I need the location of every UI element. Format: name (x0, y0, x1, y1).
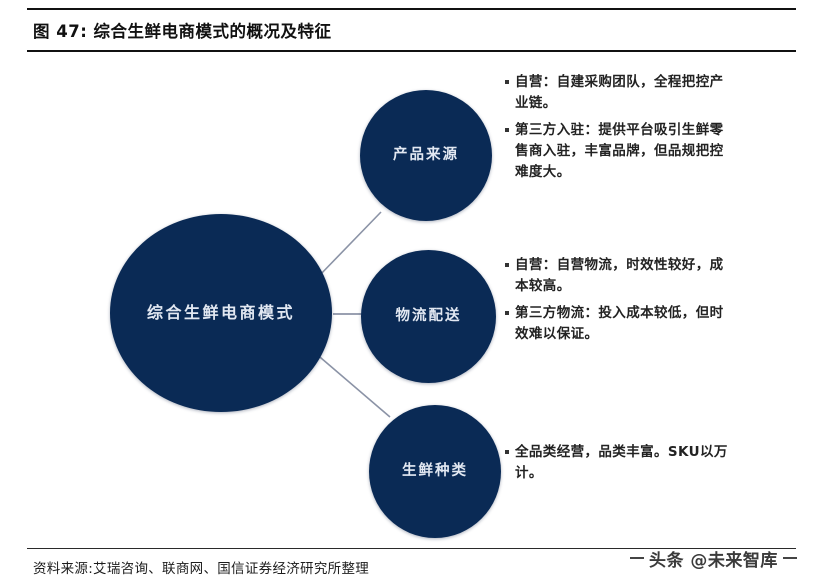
connector-lines (313, 211, 391, 418)
bullet-text: 自营：自建采购团队，全程把控产业链。 (515, 74, 724, 111)
bullet-item: 全品类经营，品类丰富。SKU以万计。 (505, 442, 730, 484)
figure-header: 图 47: 综合生鲜电商模式的概况及特征 (27, 8, 796, 52)
page-title: 图 47: 综合生鲜电商模式的概况及特征 (33, 22, 332, 41)
watermark-text: 头条 @未来智库 (649, 550, 778, 571)
bullet-square-icon (505, 127, 509, 132)
node-product-source[interactable]: 产品来源 (360, 90, 492, 221)
notes-logistics: 自营：自营物流，时效性较好，成本较高。 第三方物流：投入成本较低，但时效难以保证… (505, 255, 730, 351)
bullet-item: 第三方入驻：提供平台吸引生鲜零售商入驻，丰富品牌，但品规把控难度大。 (505, 120, 730, 183)
node-root[interactable]: 综合生鲜电商模式 (110, 214, 332, 412)
bullet-text: 第三方物流：投入成本较低，但时效难以保证。 (515, 304, 724, 342)
bullet-square-icon (505, 80, 509, 84)
bullet-square-icon (505, 263, 509, 267)
watermark-rule-right-icon (782, 557, 797, 559)
watermark-rule-left-icon (630, 557, 644, 559)
node-root-label: 综合生鲜电商模式 (146, 303, 295, 323)
node-logistics-label: 物流配送 (395, 307, 462, 324)
node-fresh-category-label: 生鲜种类 (402, 462, 468, 479)
node-fresh-category[interactable]: 生鲜种类 (369, 405, 501, 538)
bullet-item: 自营：自营物流，时效性较好，成本较高。 (505, 255, 730, 297)
notes-fresh-category: 全品类经营，品类丰富。SKU以万计。 (505, 442, 730, 490)
bullet-item: 自营：自建采购团队，全程把控产业链。 (505, 72, 730, 114)
source-note: 资料来源:艾瑞咨询、联商网、国信证券经济研究所整理 (33, 561, 370, 577)
bullet-item: 第三方物流：投入成本较低，但时效难以保证。 (505, 303, 730, 345)
notes-product-source: 自营：自建采购团队，全程把控产业链。 第三方入驻：提供平台吸引生鲜零售商入驻，丰… (505, 72, 730, 189)
diagram-canvas: 综合生鲜电商模式 产品来源 物流配送 生鲜种类 自营：自建采购团队，全程把控产业… (0, 52, 823, 538)
node-logistics[interactable]: 物流配送 (361, 250, 496, 383)
watermark: 头条 @未来智库 (630, 543, 815, 573)
bullet-text: 全品类经营，品类丰富。SKU以万计。 (515, 444, 728, 481)
node-product-source-label: 产品来源 (393, 146, 459, 163)
edge-root-to-product-source (317, 211, 382, 278)
footer-rule (27, 548, 796, 587)
bullet-text: 自营：自营物流，时效性较好，成本较高。 (515, 257, 724, 294)
bullet-square-icon (505, 450, 509, 454)
bullet-text: 第三方入驻：提供平台吸引生鲜零售商入驻，丰富品牌，但品规把控难度大。 (515, 121, 724, 180)
bullet-square-icon (505, 310, 509, 315)
edge-root-to-category (313, 351, 391, 418)
